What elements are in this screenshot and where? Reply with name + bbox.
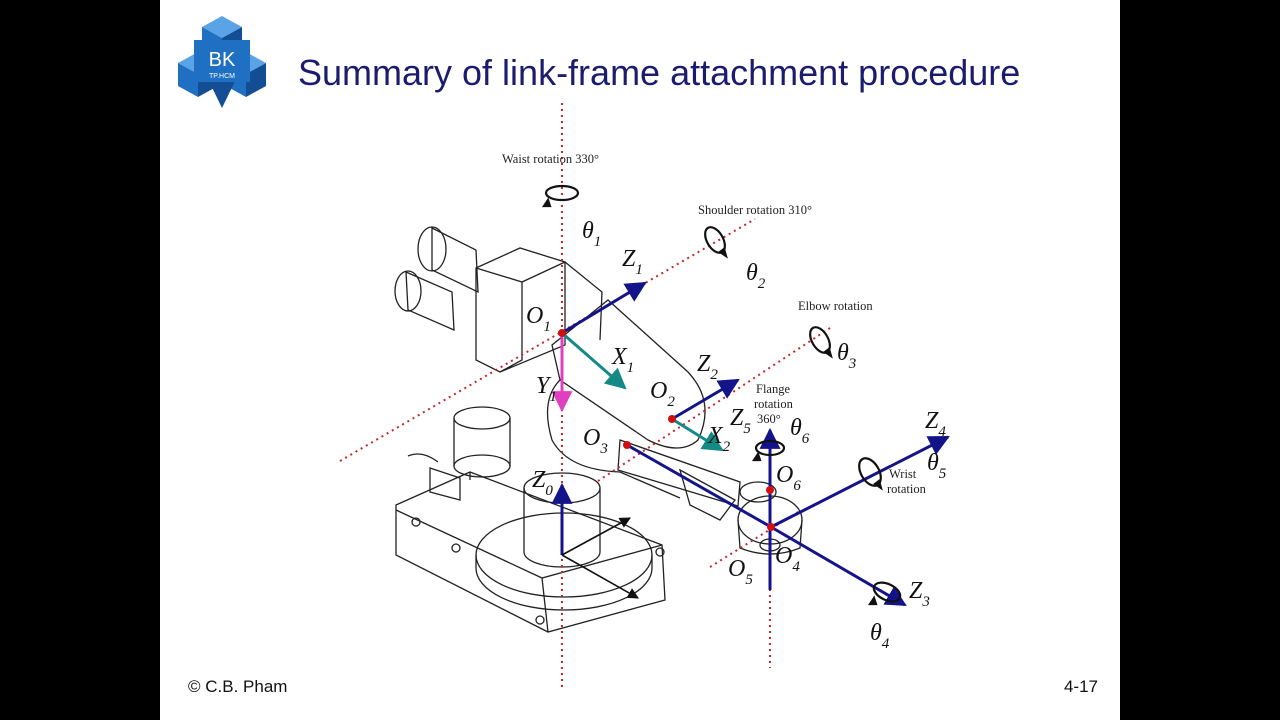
z3-arrow bbox=[770, 525, 907, 607]
origin-o1 bbox=[558, 329, 566, 337]
base-motor bbox=[407, 406, 511, 501]
label-theta1: θ1 bbox=[582, 218, 601, 250]
label-o4: O4 bbox=[775, 543, 800, 575]
label-x2: X2 bbox=[707, 423, 731, 455]
origin-o4 bbox=[767, 523, 775, 531]
upper-arm bbox=[546, 299, 706, 499]
logo-subtext: TP.HCM bbox=[209, 73, 235, 80]
wrist-label-2: rotation bbox=[887, 482, 927, 496]
wrist-rotation-icon bbox=[858, 457, 883, 491]
flange-label-3: 360° bbox=[757, 412, 781, 426]
label-x1: X1 bbox=[611, 344, 634, 376]
elbow-rotation-icon bbox=[809, 326, 833, 359]
origin-o2 bbox=[668, 415, 676, 423]
base-x-arrow bbox=[561, 517, 631, 556]
label-theta6: θ6 bbox=[790, 415, 810, 447]
shoulder-rotation-icon bbox=[704, 226, 728, 259]
slide: BK TP.HCM Summary of link-frame attachme… bbox=[160, 0, 1120, 720]
o3-link bbox=[626, 443, 772, 529]
annotations: Waist rotation 330° Shoulder rotation 31… bbox=[502, 152, 927, 496]
x2-arrow bbox=[671, 417, 724, 452]
label-o6: O6 bbox=[776, 462, 801, 494]
wrist-label-1: Wrist bbox=[889, 467, 917, 481]
flange-label-2: rotation bbox=[754, 397, 794, 411]
label-z1: Z1 bbox=[622, 246, 643, 278]
robot-sketch bbox=[394, 226, 803, 633]
label-o1: O1 bbox=[526, 303, 551, 335]
z1-arrow bbox=[561, 281, 647, 335]
elbow-rotation-label: Elbow rotation bbox=[798, 299, 873, 313]
label-theta5: θ5 bbox=[927, 450, 947, 482]
footer-copyright: © C.B. Pham bbox=[188, 677, 288, 696]
turntable bbox=[475, 512, 653, 611]
x1-arrow bbox=[561, 331, 627, 390]
label-theta3: θ3 bbox=[837, 340, 856, 372]
origin-o6 bbox=[766, 486, 774, 494]
label-z3: Z3 bbox=[909, 578, 930, 610]
waist-rotation-label: Waist rotation 330° bbox=[502, 152, 599, 166]
label-theta4: θ4 bbox=[870, 620, 890, 652]
logo-cubes bbox=[178, 16, 266, 108]
symbol-labels: θ1 θ2 θ3 θ4 θ5 θ6 Z0 Z1 Z2 Z3 Z4 Z5 X1 X… bbox=[526, 218, 947, 652]
forearm bbox=[617, 439, 741, 521]
rotation-symbols bbox=[541, 184, 902, 606]
shoulder-housing bbox=[394, 226, 603, 373]
flange-rotation-icon bbox=[751, 439, 786, 462]
logo-text: BK bbox=[209, 49, 236, 71]
z4-arrow bbox=[770, 435, 950, 529]
label-y1: Y1 bbox=[536, 373, 557, 405]
label-o5: O5 bbox=[728, 556, 753, 588]
label-z0: Z0 bbox=[532, 467, 553, 499]
axis-line-z2 bbox=[597, 327, 831, 482]
label-o3: O3 bbox=[583, 425, 608, 457]
bk-logo: BK TP.HCM bbox=[178, 16, 266, 108]
slide-title: Summary of link-frame attachment procedu… bbox=[298, 52, 1021, 93]
z2-arrow bbox=[671, 378, 740, 421]
label-z2: Z2 bbox=[697, 351, 718, 383]
label-z5: Z5 bbox=[730, 405, 751, 437]
origin-o3 bbox=[623, 441, 631, 449]
origins bbox=[558, 329, 775, 531]
waist-rotation-icon bbox=[541, 184, 580, 208]
shoulder-rotation-label: Shoulder rotation 310° bbox=[698, 203, 812, 217]
label-o2: O2 bbox=[650, 378, 675, 410]
label-theta2: θ2 bbox=[746, 260, 766, 292]
frame-arrows bbox=[551, 281, 950, 607]
page-number: 4-17 bbox=[1063, 677, 1098, 696]
flange-label-1: Flange bbox=[756, 382, 790, 396]
theta4-rotation-icon bbox=[867, 581, 902, 606]
axis-line-z1 bbox=[339, 218, 756, 462]
base-y-arrow bbox=[561, 554, 639, 599]
robot-arm-diagram: Waist rotation 330° Shoulder rotation 31… bbox=[339, 103, 950, 688]
label-z4: Z4 bbox=[925, 408, 946, 440]
